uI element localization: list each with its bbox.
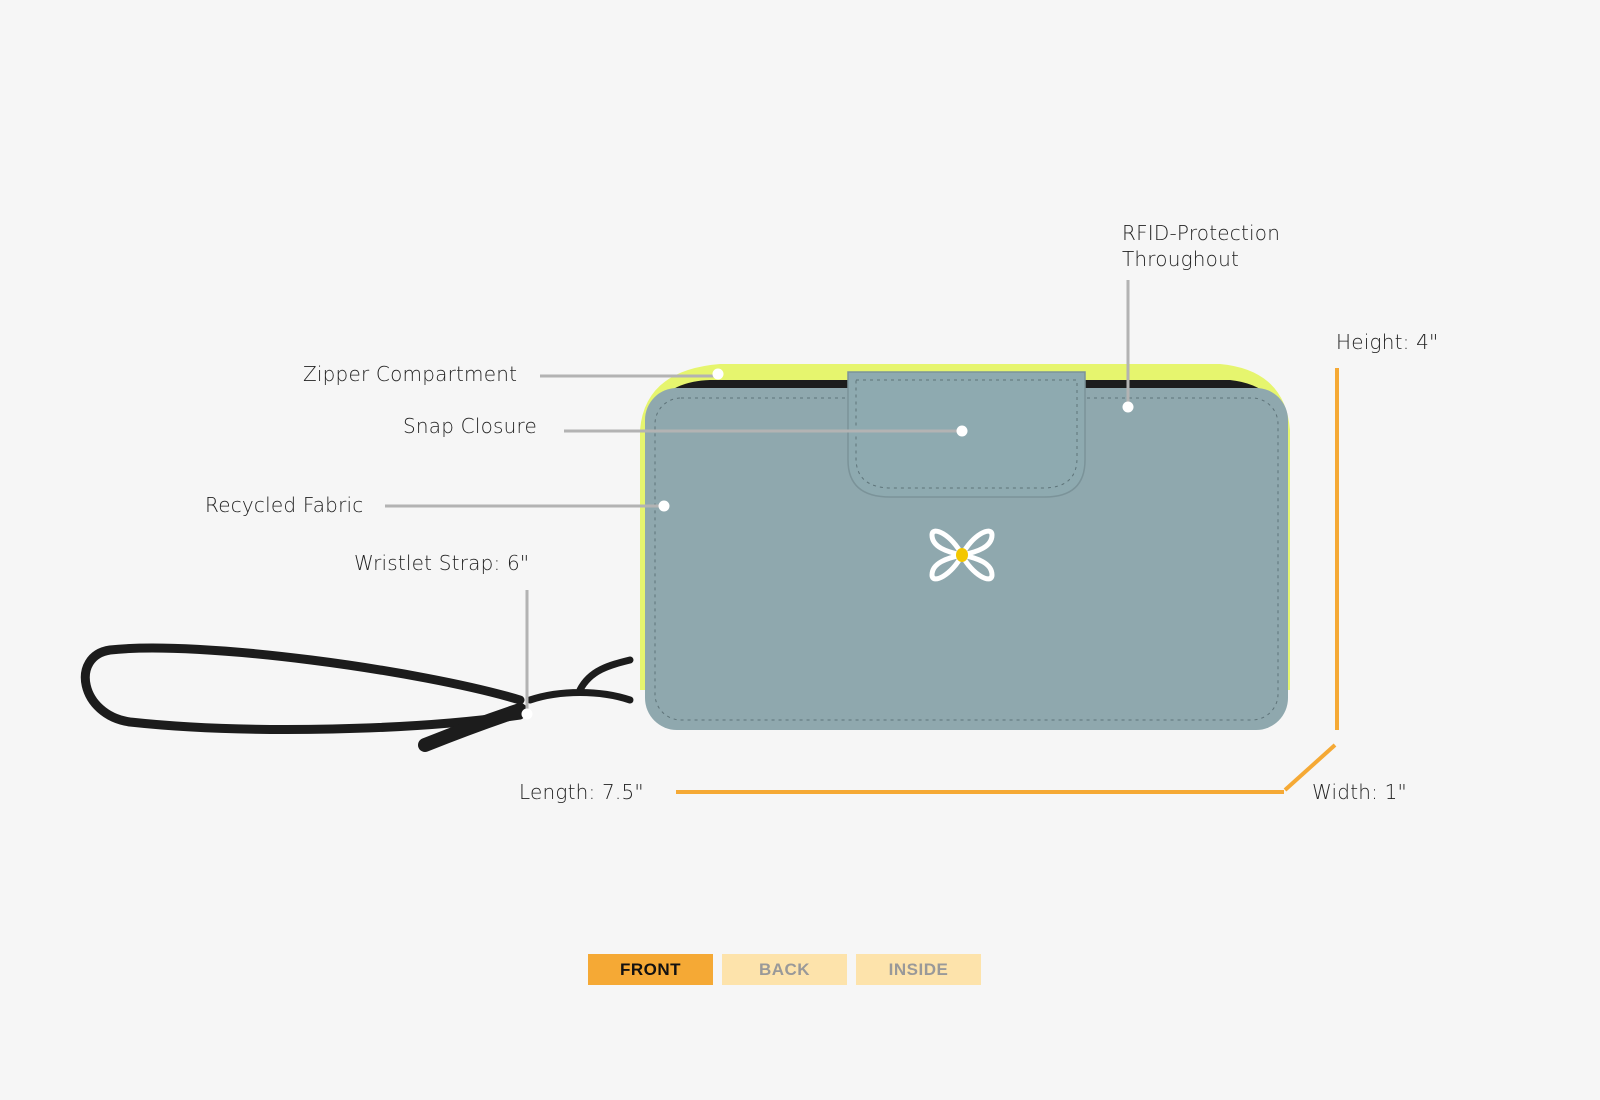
callout-lines	[385, 280, 1130, 712]
callout-strap: Wristlet Strap: 6"	[354, 551, 530, 575]
snap-flap	[847, 371, 1086, 498]
tab-back[interactable]: BACK	[722, 954, 847, 985]
wristlet-strap	[80, 643, 634, 752]
dimension-height: Height: 4"	[1336, 330, 1439, 354]
callout-rfid: RFID-Protection Throughout	[1122, 220, 1280, 272]
callout-rfid-line1: RFID-Protection	[1122, 221, 1281, 245]
dimension-width: Width: 1"	[1312, 780, 1407, 804]
callout-zipper: Zipper Compartment	[303, 362, 518, 386]
callout-rfid-line2: Throughout	[1122, 247, 1240, 271]
flower-logo-icon	[929, 528, 995, 582]
tab-front[interactable]: FRONT	[588, 954, 713, 985]
callout-snap: Snap Closure	[403, 414, 538, 438]
dimension-lines	[676, 368, 1339, 794]
tab-inside[interactable]: INSIDE	[856, 954, 981, 985]
callout-fabric: Recycled Fabric	[205, 493, 364, 517]
dimension-length: Length: 7.5"	[519, 780, 644, 804]
callout-dots	[521, 368, 1134, 720]
view-tabs: FRONT BACK INSIDE	[588, 954, 981, 985]
